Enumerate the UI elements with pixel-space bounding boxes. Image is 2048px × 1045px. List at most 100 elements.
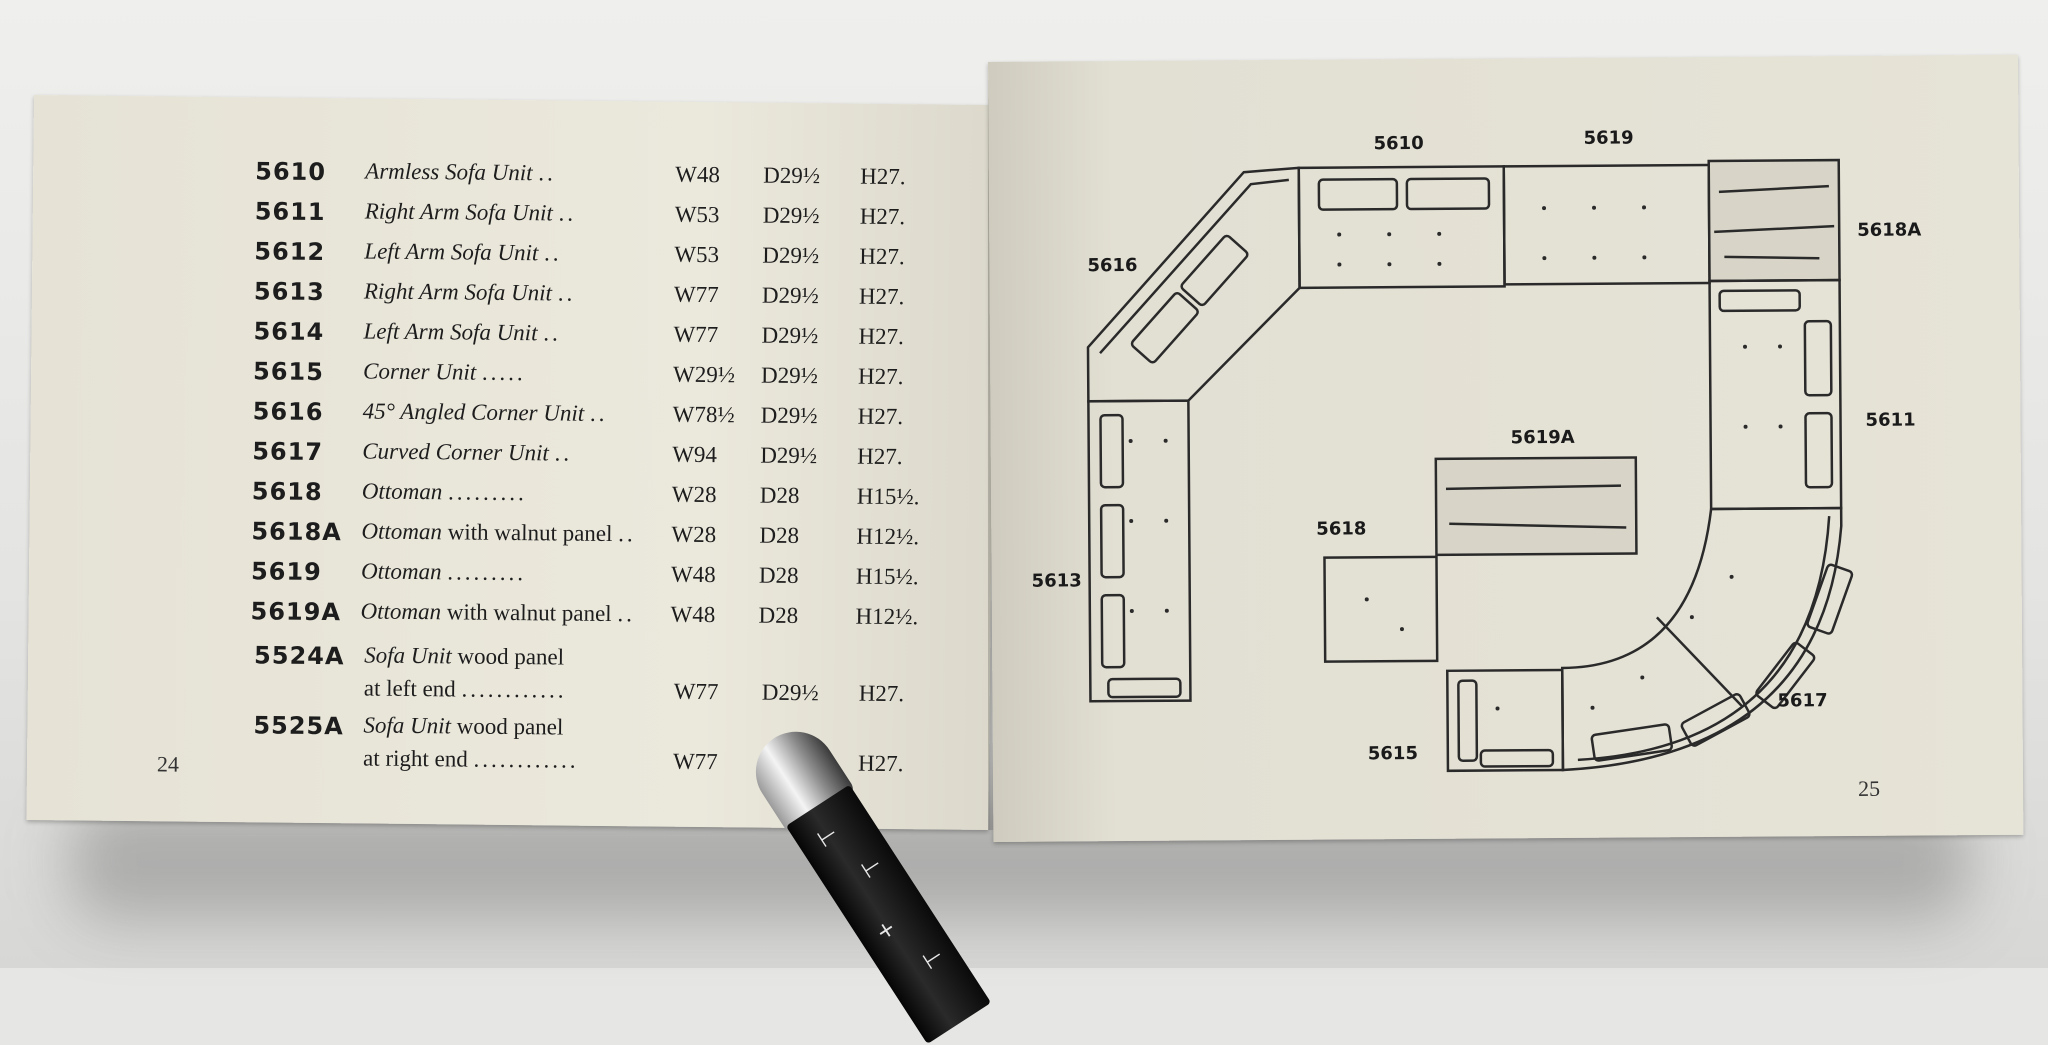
item-height: H27. (859, 284, 905, 310)
item-code: 5619 (251, 557, 322, 586)
leader-dots: ......... (448, 479, 527, 505)
item-height: H27. (858, 404, 904, 430)
item-width: W28 (671, 522, 716, 548)
label-5619A: 5619A (1511, 427, 1575, 448)
item-code: 5612 (254, 237, 325, 266)
item-code: 5618A (251, 517, 342, 546)
item-height: H12½. (855, 604, 918, 631)
item-code: 5613 (254, 277, 325, 306)
item-description-line2: at left end ............ (364, 675, 567, 703)
item-depth: D29½ (762, 680, 819, 707)
sectional-layout-diagram: 5610 5619 5618A 5616 5611 5619A 5618 561… (988, 55, 2023, 842)
item-description: Ottoman with walnut panel .. (361, 518, 636, 547)
item-name-suffix: wood panel (451, 713, 564, 739)
label-5610: 5610 (1374, 133, 1424, 154)
item-depth: D28 (759, 523, 799, 549)
item-width: W29½ (673, 362, 735, 389)
leader-dots: .. (538, 160, 556, 185)
item-width: W77 (673, 322, 718, 348)
item-description: Corner Unit ..... (363, 358, 526, 386)
label-5619: 5619 (1583, 127, 1633, 148)
item-width: W77 (674, 282, 719, 308)
item-code: 5614 (253, 317, 324, 346)
item-height: H15½. (857, 484, 920, 511)
label-5613: 5613 (1032, 570, 1082, 591)
item-height: H27. (858, 324, 904, 350)
item-depth: D28 (760, 483, 800, 509)
item-height: H27. (860, 164, 906, 190)
item-name: Right Arm Sofa Unit (365, 198, 553, 225)
item-name: Ottoman (360, 598, 441, 624)
item-description: Sofa Unit wood panel (364, 642, 564, 670)
label-5618A: 5618A (1857, 219, 1921, 240)
leader-dots: ..... (482, 360, 526, 385)
item-description: Ottoman ......... (361, 558, 526, 586)
item-description: Left Arm Sofa Unit .. (364, 238, 562, 266)
item-depth: D29½ (762, 243, 819, 270)
item-description: Sofa Unit wood panel (363, 712, 563, 740)
leader-dots: .. (554, 440, 572, 465)
item-depth: D29½ (760, 443, 817, 470)
item-name: Ottoman (361, 558, 442, 584)
item-code: 5615 (253, 357, 324, 386)
unit-5619A (1436, 457, 1637, 554)
item-width: W94 (672, 442, 717, 468)
item-code: 5610 (255, 157, 326, 186)
item-code: 5525A (253, 711, 344, 740)
item-name-suffix: wood panel (452, 643, 565, 669)
item-name: Left Arm Sofa Unit (364, 238, 538, 265)
item-width: W53 (674, 242, 719, 268)
item-description: Armless Sofa Unit .. (365, 158, 556, 186)
item-description: Left Arm Sofa Unit .. (363, 318, 561, 346)
item-name: 45° Angled Corner Unit (363, 398, 585, 425)
item-description: Ottoman ......... (362, 478, 527, 506)
unit-5616 (1087, 168, 1301, 401)
item-name: Armless Sofa Unit (365, 158, 533, 185)
item-width: W48 (670, 602, 715, 628)
leader-dots: ......... (447, 559, 526, 585)
item-name: Sofa Unit (363, 712, 451, 738)
item-height: H27. (858, 364, 904, 390)
item-height: H27. (858, 751, 904, 777)
item-code: 5618 (252, 477, 323, 506)
unit-5615 (1447, 670, 1563, 771)
leader-dots: .. (617, 601, 635, 626)
item-depth: D29½ (763, 203, 820, 230)
item-width: W78½ (673, 402, 735, 429)
unit-5618A (1709, 160, 1840, 281)
catalog-row-two-line: 5524A Sofa Unit wood panel at left end ...… (254, 641, 975, 719)
item-code: 5616 (253, 397, 324, 426)
item-description: Ottoman with walnut panel .. (360, 598, 635, 627)
label-5618: 5618 (1316, 518, 1366, 539)
item-width: W48 (675, 162, 720, 188)
item-name-suffix: with walnut panel (441, 599, 612, 626)
item-description: Right Arm Sofa Unit .. (364, 278, 576, 306)
leader-dots: .. (590, 401, 608, 426)
item-width: W28 (672, 482, 717, 508)
unit-5613 (1088, 401, 1190, 702)
item-description: Right Arm Sofa Unit .. (365, 198, 577, 226)
item-depth: D28 (759, 563, 799, 589)
item-code: 5524A (254, 641, 345, 670)
leader-dots: .. (618, 521, 636, 546)
leader-dots: .. (544, 240, 562, 265)
item-height: H15½. (856, 564, 919, 591)
item-name: Ottoman (361, 518, 442, 544)
item-width: W48 (671, 562, 716, 588)
right-page: 5610 5619 5618A 5616 5611 5619A 5618 561… (988, 55, 2023, 842)
item-name-suffix: with walnut panel (442, 519, 613, 546)
item-name: Ottoman (362, 478, 443, 504)
page-number-right: 25 (1858, 776, 1880, 802)
item-name: Right Arm Sofa Unit (364, 278, 552, 305)
leader-dots: .. (558, 280, 576, 305)
item-height: H12½. (856, 524, 919, 551)
item-depth: D28 (758, 603, 798, 629)
item-width: W77 (673, 749, 718, 775)
item-height: H27. (857, 444, 903, 470)
label-5617: 5617 (1777, 690, 1827, 711)
item-name: Corner Unit (363, 358, 476, 384)
page-number-left: 24 (157, 751, 179, 777)
